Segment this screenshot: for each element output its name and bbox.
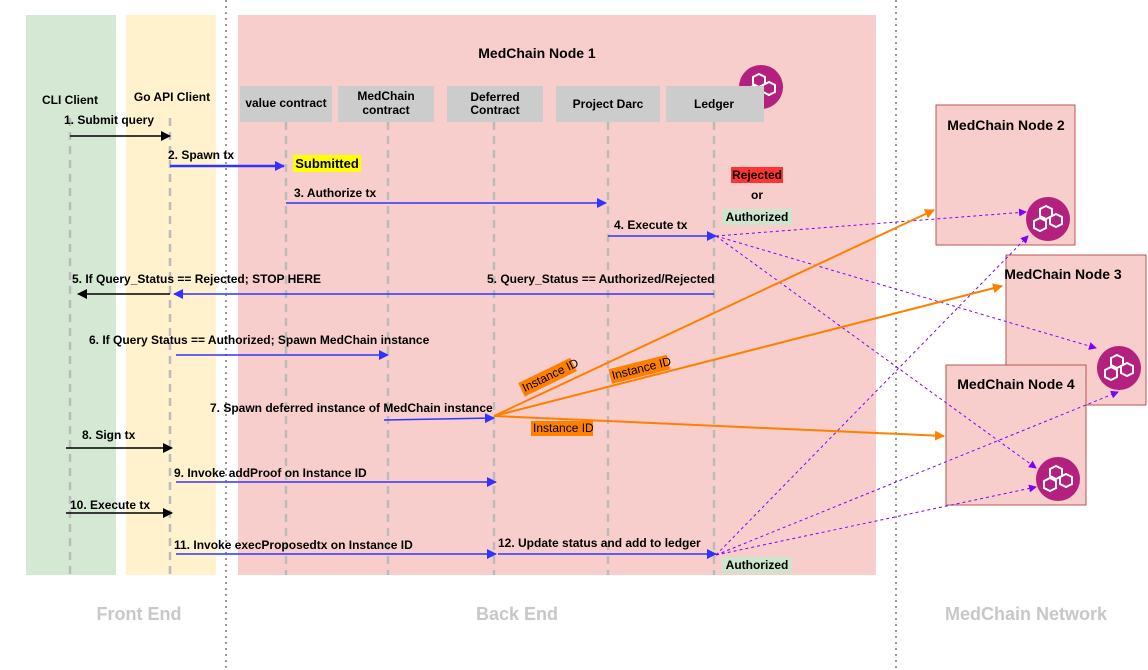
instance-id-arrows xyxy=(493,209,1003,441)
medchain-logo-icon xyxy=(1096,345,1142,391)
lane-deferred-line1: Deferred xyxy=(470,90,519,104)
step-9-label: 9. Invoke addProof on Instance ID xyxy=(174,466,367,480)
step-2-label: 2. Spawn tx xyxy=(168,148,234,162)
node2-title: MedChain Node 2 xyxy=(947,117,1065,133)
step-5a-label: 5. If Query_Status == Rejected; STOP HER… xyxy=(72,272,321,286)
section-front-end: Front End xyxy=(97,604,182,624)
rejected-badge xyxy=(731,167,783,183)
step-8-label: 8. Sign tx xyxy=(82,428,136,442)
authorized-text: Authorized xyxy=(726,210,789,224)
broadcast-lines xyxy=(715,208,1119,556)
lane-deferred-contract: Contract xyxy=(470,103,519,117)
submitted-text: Submitted xyxy=(295,156,359,171)
lane-cli-client: CLI Client xyxy=(42,93,98,107)
lane-header-box xyxy=(447,86,543,122)
lane-value-contract: value contract xyxy=(245,96,326,110)
step-7-label: 7. Spawn deferred instance of MedChain i… xyxy=(210,401,493,415)
authorized-final-text: Authorized xyxy=(726,558,789,572)
step-1-label: 1. Submit query xyxy=(64,113,154,127)
instance-id-label-3: Instance ID xyxy=(531,421,594,436)
step-6-label: 6. If Query Status == Authorized; Spawn … xyxy=(89,333,430,347)
step-4-label: 4. Execute tx xyxy=(614,218,688,232)
submitted-badge xyxy=(293,155,361,172)
or-text: or xyxy=(751,188,763,202)
lane-medchain-contract-line1: MedChain xyxy=(357,89,414,103)
step-10-label: 10. Execute tx xyxy=(70,498,150,512)
authorized-badge xyxy=(722,209,792,225)
svg-text:Instance ID: Instance ID xyxy=(533,421,594,435)
lane-go-api-client: Go API Client xyxy=(134,90,210,104)
lane-header-box xyxy=(338,86,434,122)
medchain-logo-icon xyxy=(1035,456,1081,502)
authorized-final-badge xyxy=(722,557,792,573)
medchain-logo-icon xyxy=(1025,196,1071,242)
step-12-label: 12. Update status and add to ledger xyxy=(498,536,701,550)
step-5b-label: 5. Query_Status == Authorized/Rejected xyxy=(487,272,715,286)
lane-ledger: Ledger xyxy=(694,97,734,111)
lane-project-darc: Project Darc xyxy=(573,97,644,111)
node3-title: MedChain Node 3 xyxy=(1004,266,1122,282)
rejected-text: Rejected xyxy=(732,168,782,182)
node4-title: MedChain Node 4 xyxy=(957,376,1075,392)
cli-column xyxy=(26,15,116,575)
lane-header-box xyxy=(666,86,764,122)
step-11-label: 11. Invoke execProposedtx on Instance ID xyxy=(174,538,413,552)
lifelines xyxy=(68,118,716,575)
lane-medchain-contract: contract xyxy=(362,103,409,117)
blue-arrows xyxy=(170,161,717,559)
lane-header-box xyxy=(240,86,332,122)
lane-header-box xyxy=(556,86,660,122)
section-network: MedChain Network xyxy=(945,604,1108,624)
section-back-end: Back End xyxy=(476,604,558,624)
step-3-label: 3. Authorize tx xyxy=(294,186,377,200)
node1-title: MedChain Node 1 xyxy=(478,45,596,61)
black-arrows xyxy=(66,131,173,518)
